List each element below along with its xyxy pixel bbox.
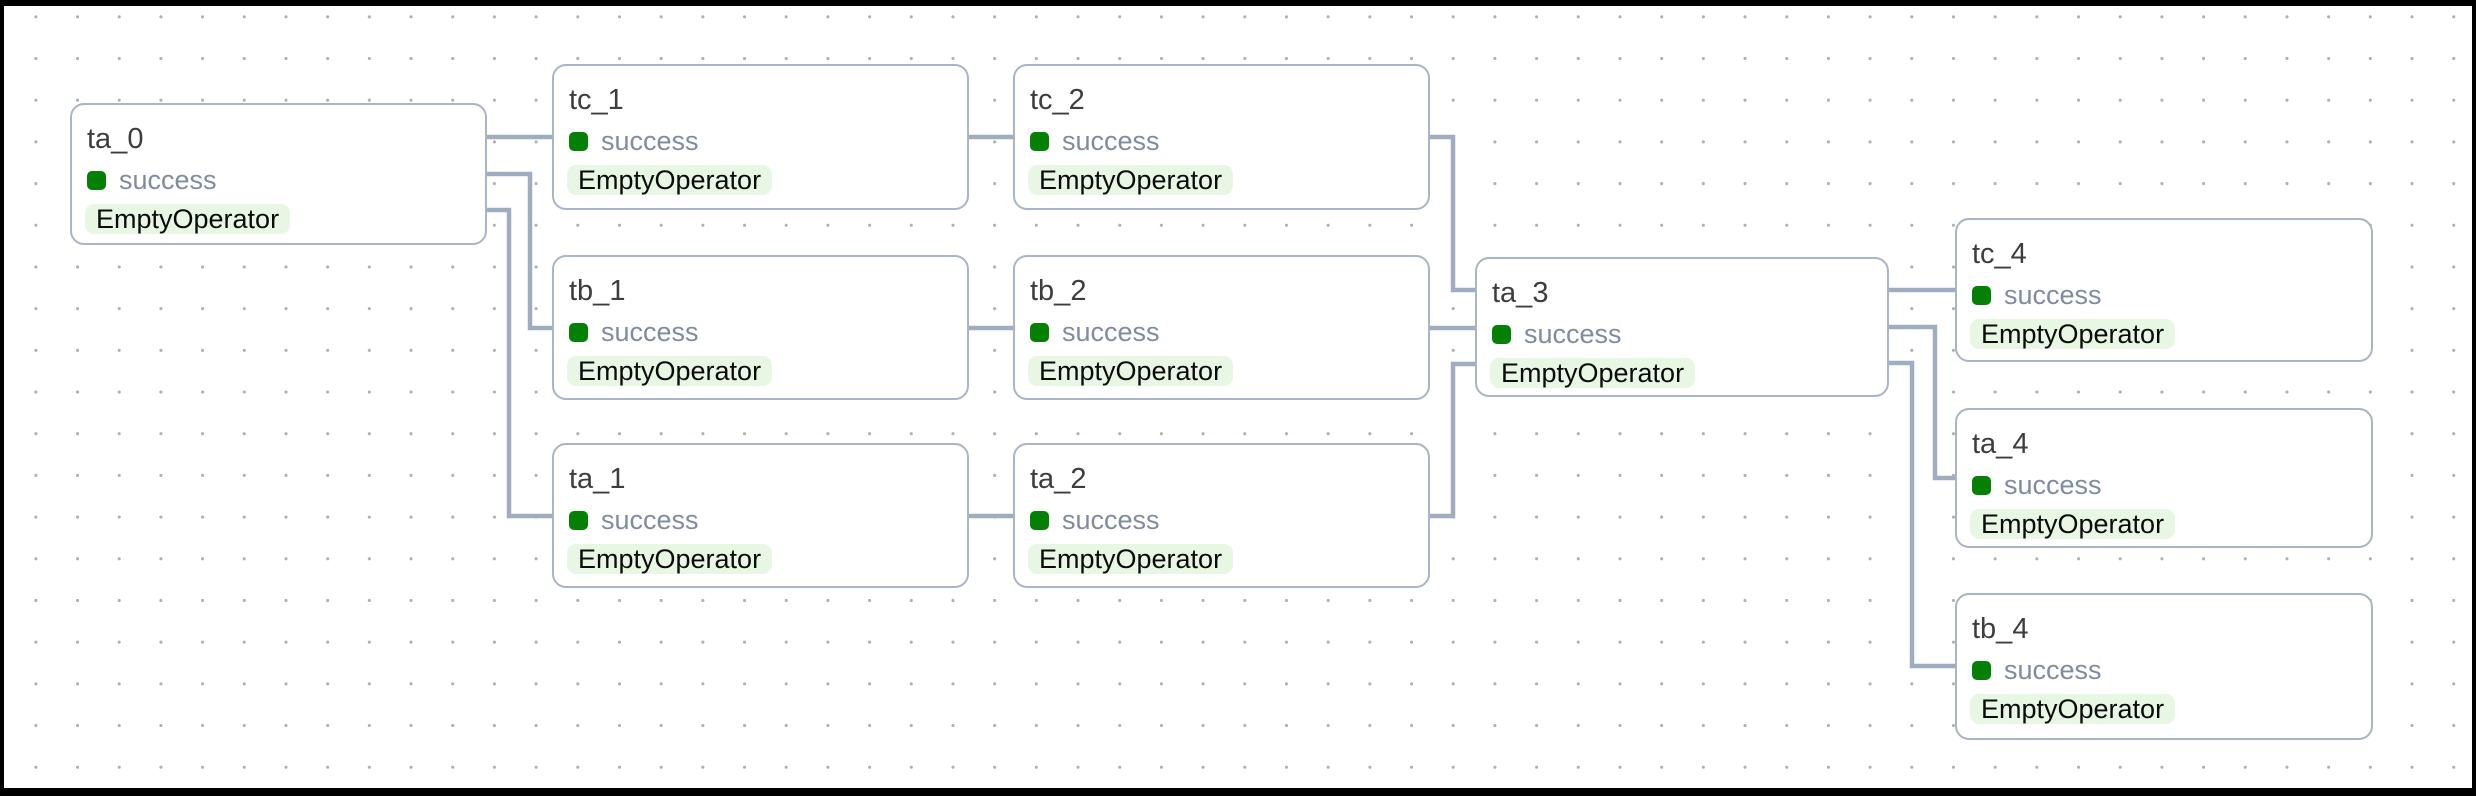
status-label: success — [119, 165, 217, 195]
task-node-tc_1[interactable]: tc_1 success EmptyOperator — [552, 64, 969, 210]
operator-badge: EmptyOperator — [85, 204, 291, 234]
task-title: tc_4 — [1972, 238, 2027, 270]
task-status-row: success — [569, 319, 953, 346]
task-title: ta_0 — [87, 123, 144, 155]
success-status-icon — [1030, 132, 1049, 151]
task-title: ta_4 — [1972, 428, 2029, 460]
task-node-ta_2[interactable]: ta_2 success EmptyOperator — [1013, 443, 1430, 588]
success-status-icon — [569, 132, 588, 151]
success-status-icon — [1030, 511, 1049, 530]
status-label: success — [601, 505, 699, 535]
task-node-tc_4[interactable]: tc_4 success EmptyOperator — [1955, 218, 2373, 362]
task-title: ta_2 — [1030, 463, 1087, 495]
task-status-row: success — [1972, 282, 2357, 309]
status-label: success — [601, 317, 699, 347]
operator-badge: EmptyOperator — [1970, 319, 2176, 349]
task-node-tc_2[interactable]: tc_2 success EmptyOperator — [1013, 64, 1430, 210]
task-node-ta_3[interactable]: ta_3 success EmptyOperator — [1475, 257, 1889, 397]
operator-badge: EmptyOperator — [1028, 544, 1234, 574]
task-status-row: success — [1030, 128, 1414, 155]
status-label: success — [1524, 319, 1622, 349]
task-title: tc_2 — [1030, 84, 1085, 116]
task-status-row: success — [1492, 321, 1873, 348]
success-status-icon — [1972, 661, 1991, 680]
success-status-icon — [87, 171, 106, 190]
task-node-ta_0[interactable]: ta_0 success EmptyOperator — [70, 103, 487, 245]
task-title: ta_1 — [569, 463, 626, 495]
status-label: success — [1062, 317, 1160, 347]
operator-badge: EmptyOperator — [567, 544, 773, 574]
task-status-row: success — [569, 128, 953, 155]
task-status-row: success — [1972, 472, 2357, 499]
task-node-ta_1[interactable]: ta_1 success EmptyOperator — [552, 443, 969, 588]
task-title: tb_4 — [1972, 613, 2029, 645]
task-title: tc_1 — [569, 84, 624, 116]
success-status-icon — [1972, 476, 1991, 495]
success-status-icon — [1972, 286, 1991, 305]
status-label: success — [2004, 280, 2102, 310]
operator-badge: EmptyOperator — [1970, 694, 2176, 724]
task-status-row: success — [87, 167, 471, 194]
operator-badge: EmptyOperator — [1028, 165, 1234, 195]
task-status-row: success — [1030, 507, 1414, 534]
task-node-tb_1[interactable]: tb_1 success EmptyOperator — [552, 255, 969, 400]
status-label: success — [601, 126, 699, 156]
operator-badge: EmptyOperator — [1490, 358, 1696, 388]
success-status-icon — [569, 323, 588, 342]
status-label: success — [2004, 655, 2102, 685]
task-status-row: success — [1030, 319, 1414, 346]
task-node-tb_2[interactable]: tb_2 success EmptyOperator — [1013, 255, 1430, 400]
success-status-icon — [569, 511, 588, 530]
status-label: success — [1062, 505, 1160, 535]
task-node-tb_4[interactable]: tb_4 success EmptyOperator — [1955, 593, 2373, 740]
task-title: ta_3 — [1492, 277, 1549, 309]
task-title: tb_1 — [569, 275, 626, 307]
task-title: tb_2 — [1030, 275, 1087, 307]
operator-badge: EmptyOperator — [1028, 356, 1234, 386]
operator-badge: EmptyOperator — [567, 165, 773, 195]
operator-badge: EmptyOperator — [567, 356, 773, 386]
task-status-row: success — [1972, 657, 2357, 684]
success-status-icon — [1030, 323, 1049, 342]
task-node-ta_4[interactable]: ta_4 success EmptyOperator — [1955, 408, 2373, 548]
success-status-icon — [1492, 325, 1511, 344]
task-status-row: success — [569, 507, 953, 534]
status-label: success — [1062, 126, 1160, 156]
operator-badge: EmptyOperator — [1970, 509, 2176, 539]
status-label: success — [2004, 470, 2102, 500]
